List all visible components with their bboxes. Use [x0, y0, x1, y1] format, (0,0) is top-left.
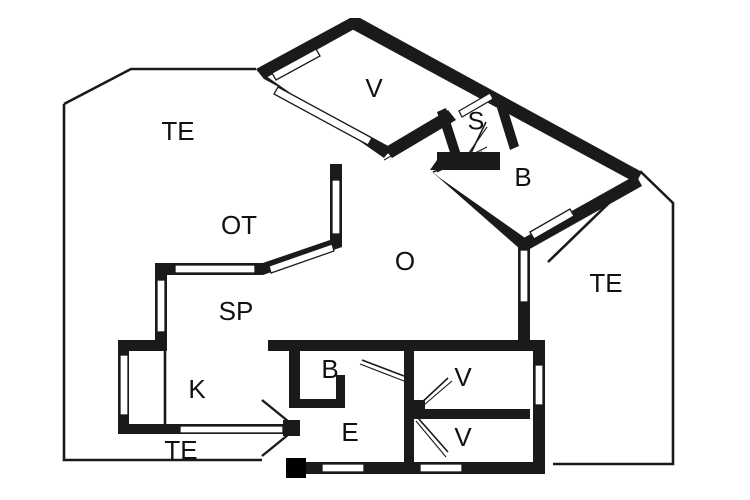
- terrace-upper-left-roof: [63, 67, 256, 106]
- room-label-b-upper: B: [514, 162, 531, 192]
- room-label-e: E: [341, 417, 358, 447]
- wall-k-alcove-top: [118, 340, 167, 351]
- window-v-top-lower-left: [273, 86, 373, 146]
- door-v-lower-upper: [417, 377, 449, 407]
- window-s-top: [458, 92, 494, 118]
- room-label-sp: SP: [219, 296, 254, 326]
- room-label-b-lower: B: [321, 354, 338, 384]
- wall-b-lower-partition: [336, 375, 345, 408]
- room-label-s: S: [468, 108, 485, 136]
- room-label-v-lower-upper: V: [454, 362, 472, 392]
- window-k-bottom: [179, 425, 284, 434]
- door-b-lower: [361, 359, 405, 377]
- room-label-te-right: TE: [589, 268, 622, 298]
- room-label-o: O: [395, 246, 415, 276]
- terrace-upper-left-outline: [62, 104, 262, 462]
- window-ot-vertical: [331, 179, 341, 235]
- door-s: [469, 121, 487, 156]
- window-sp-left: [156, 279, 166, 333]
- wall-b-upper-left: [430, 160, 500, 170]
- room-label-te-lower-left: TE: [164, 435, 197, 465]
- wall-b-upper-bottom: [430, 170, 528, 249]
- wall-k-door-jamb: [283, 420, 300, 436]
- door-entry-lower: [261, 429, 295, 457]
- window-v-right: [534, 364, 544, 406]
- room-label-k: K: [188, 374, 206, 404]
- door-v-top-to-o: [383, 122, 441, 156]
- window-bottom-left: [321, 463, 365, 473]
- pillar-marker: [286, 458, 306, 478]
- room-label-v-top: V: [365, 73, 383, 103]
- wall-b-lower-bottom: [289, 399, 345, 408]
- door-v-lower-upper-arc: [416, 380, 453, 412]
- window-openings: [119, 48, 575, 473]
- wall-v-top-upper-right: [348, 18, 642, 183]
- wall-v-top-upper-left: [256, 18, 358, 79]
- wall-s-right: [497, 104, 519, 150]
- wall-bottom-block-top: [268, 340, 545, 351]
- room-label-ot: OT: [221, 210, 257, 240]
- wall-e-right: [404, 395, 414, 470]
- window-v-top-upper-left: [271, 48, 321, 81]
- window-sp-horizontal: [174, 264, 256, 274]
- door-b-lower-arc: [359, 363, 405, 382]
- door-entry-upper: [261, 399, 295, 427]
- wall-s-left: [437, 108, 462, 162]
- room-label-te-upper-left: TE: [161, 116, 194, 146]
- wall-k-alcove-bottom: [118, 424, 167, 434]
- window-bottom-right: [419, 463, 463, 473]
- wall-b-upper-right: [520, 175, 642, 250]
- door-s-arc: [465, 126, 488, 158]
- window-k-left: [119, 354, 129, 416]
- window-o-right-vertical: [519, 249, 529, 303]
- door-b-upper-leaf: [432, 151, 483, 173]
- door-v-lower-lower: [417, 417, 449, 453]
- door-v-lower-lower-arc: [415, 420, 447, 458]
- wall-v-lower-divider: [414, 409, 530, 419]
- window-b-upper-bottom: [529, 208, 575, 240]
- door-v-top-to-o-arc: [383, 127, 442, 161]
- wall-b-lower-left: [289, 351, 300, 408]
- window-ot-diagonal: [268, 243, 335, 274]
- room-label-v-lower-lower: V: [454, 422, 472, 452]
- room-labels: TE V S B OT O TE SP K B V E V TE: [161, 73, 622, 465]
- door-symbols: [261, 121, 488, 458]
- wall-b-lower-right: [404, 351, 414, 400]
